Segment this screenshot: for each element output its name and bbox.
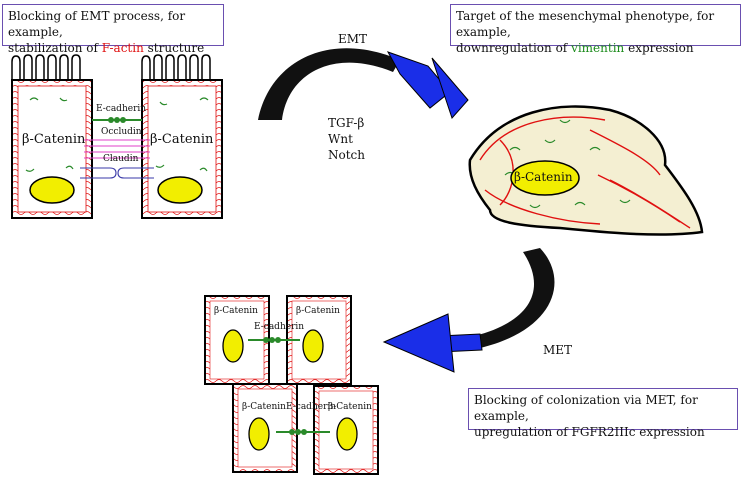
mesenchymal-target-line1: Target of the mesenchymal phenotype, for… bbox=[456, 9, 715, 39]
f-actin-highlight: F-actin bbox=[101, 41, 144, 55]
catenin-label-cell-right: β-Catenin bbox=[150, 132, 214, 147]
mesenchymal-target-box: Target of the mesenchymal phenotype, for… bbox=[450, 4, 741, 55]
epithelial-cell-left bbox=[11, 54, 93, 219]
met-blocking-line2: upregulation of FGFR2IIIc expression bbox=[474, 425, 705, 439]
met-label: MET bbox=[543, 343, 573, 357]
emt-blocking-line2-post: structure bbox=[143, 41, 205, 55]
emt-blocking-line1: Blocking of EMT process, for example, bbox=[8, 9, 186, 39]
junction-complex bbox=[80, 117, 154, 179]
met-blocking-box: Blocking of colonization via MET, for ex… bbox=[468, 388, 738, 439]
mesenchymal-target-line2-pre: downregulation of bbox=[456, 41, 572, 55]
vimentin-highlight: vimentin bbox=[571, 41, 625, 55]
ecadherin-label-cluster-lower: E-cadherin bbox=[286, 402, 337, 412]
mesenchymal-target-line2: downregulation of vimentin expression bbox=[456, 40, 735, 56]
emt-blocking-line2-pre: stabilization of bbox=[8, 41, 102, 55]
catenin-label-mesenchymal: β-Catenin bbox=[514, 170, 573, 184]
met-blocking-line1: Blocking of colonization via MET, for ex… bbox=[474, 393, 698, 423]
ecadherin-label-cluster-upper: E-cadherin bbox=[254, 322, 305, 332]
epithelial-cell-right bbox=[141, 54, 223, 219]
catenin-label-cluster-3: β-Catenin bbox=[242, 402, 286, 412]
signal-tgf-beta: TGF-β bbox=[328, 116, 365, 130]
occludin-label: Occludin bbox=[101, 127, 142, 137]
mesenchymal-cell bbox=[468, 105, 704, 236]
met-arrow bbox=[382, 248, 555, 373]
mesenchymal-target-line2-post: expression bbox=[624, 41, 694, 55]
catenin-label-cell-left: β-Catenin bbox=[22, 132, 86, 147]
signal-notch: Notch bbox=[328, 148, 365, 162]
catenin-label-cluster-2: β-Catenin bbox=[296, 306, 340, 316]
cell-cluster-bottom bbox=[204, 295, 379, 475]
signal-wnt: Wnt bbox=[328, 132, 353, 146]
emt-blocking-box: Blocking of EMT process, for example, st… bbox=[2, 4, 224, 55]
emt-blocking-line2: stabilization of F-actin structure bbox=[8, 40, 218, 56]
emt-label: EMT bbox=[338, 32, 368, 46]
emt-arrow bbox=[258, 48, 469, 120]
catenin-label-cluster-1: β-Catenin bbox=[214, 306, 258, 316]
claudin-label: Claudin bbox=[103, 154, 139, 164]
catenin-label-cluster-4: β-Catenin bbox=[328, 402, 372, 412]
ecadherin-label-top: E-cadherin bbox=[96, 104, 147, 114]
